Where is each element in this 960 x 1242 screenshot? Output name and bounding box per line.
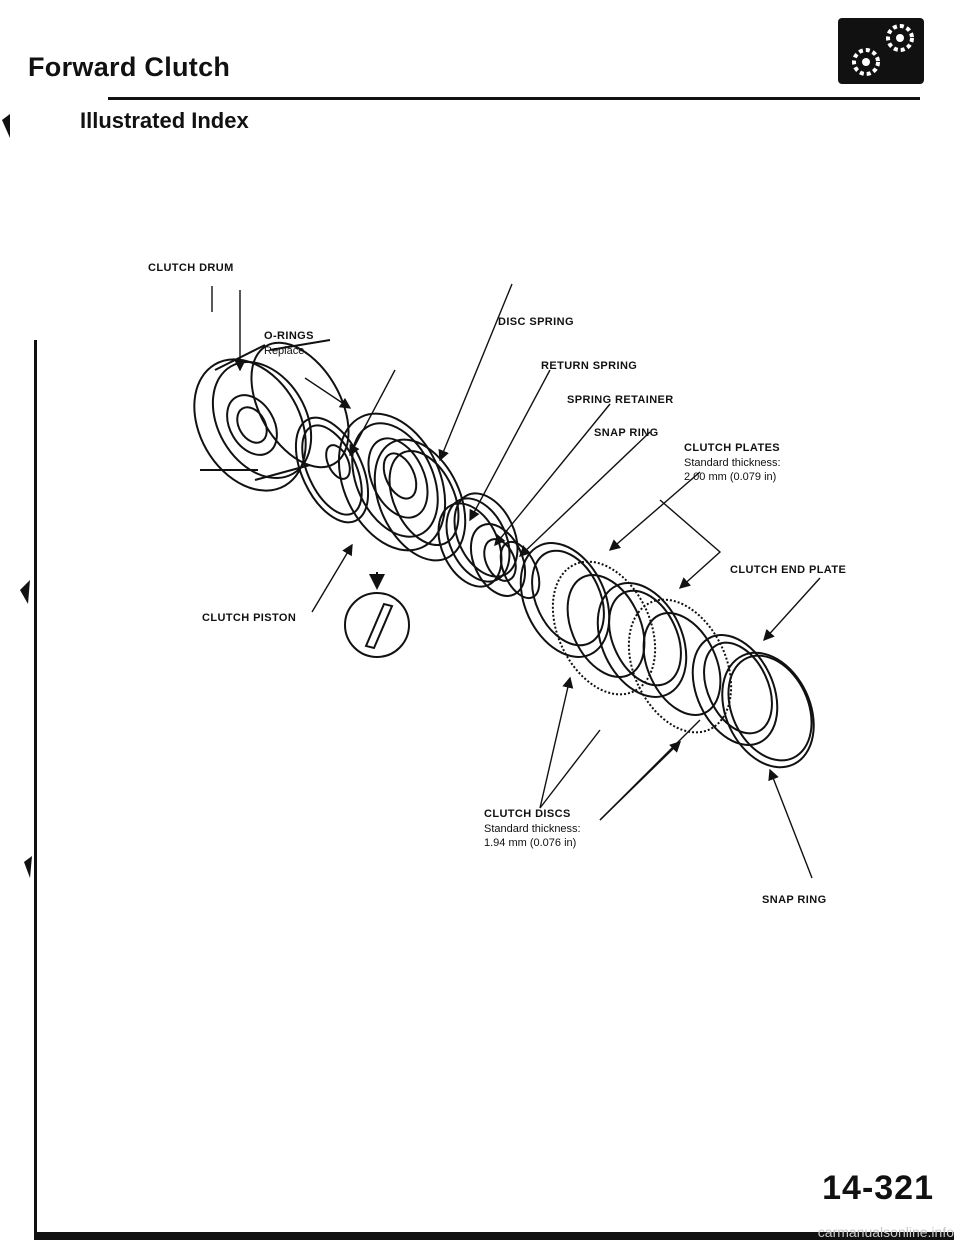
label-clutch-end-plate: CLUTCH END PLATE (730, 564, 847, 576)
piston-check-ball-inset (344, 572, 410, 658)
disc-spring (373, 438, 467, 562)
label-clutch-piston: CLUTCH PISTON (202, 612, 297, 624)
note-clutch-plates-1: Standard thickness: (684, 457, 781, 469)
section-subtitle: Illustrated Index (80, 108, 249, 133)
note-o-rings: Replace. (264, 345, 308, 357)
page-title: Forward Clutch (28, 52, 231, 82)
leader-lines (211, 283, 821, 879)
label-spring-retainer: SPRING RETAINER (567, 394, 674, 406)
label-snap-ring-top: SNAP RING (594, 427, 659, 439)
note-clutch-discs-1: Standard thickness: (484, 823, 581, 835)
clutch-end-plate (691, 634, 779, 746)
label-o-rings: O-RINGS (264, 330, 314, 342)
label-clutch-drum: CLUTCH DRUM (148, 262, 234, 274)
label-clutch-plates: CLUTCH PLATES (684, 442, 781, 454)
label-return-spring: RETURN SPRING (541, 360, 638, 372)
label-snap-ring-bottom: SNAP RING (762, 894, 827, 906)
transmission-gears-icon (838, 18, 924, 84)
title-rule (108, 97, 920, 100)
label-disc-spring: DISC SPRING (498, 316, 574, 328)
watermark: carmanualsonline.info (817, 1224, 954, 1240)
note-clutch-plates-2: 2.00 mm (0.079 in) (684, 471, 777, 483)
snap-ring-large (721, 651, 815, 769)
snap-ring-small (499, 540, 541, 600)
return-spring (437, 492, 519, 588)
page-margin-line (2, 114, 954, 1240)
note-clutch-discs-2: 1.94 mm (0.076 in) (484, 837, 577, 849)
clutch-plate-stack (519, 542, 733, 734)
o-ring (294, 416, 370, 524)
clutch-piston (337, 412, 447, 552)
page-number: 14-321 (822, 1169, 934, 1207)
label-clutch-discs: CLUTCH DISCS (484, 808, 571, 820)
